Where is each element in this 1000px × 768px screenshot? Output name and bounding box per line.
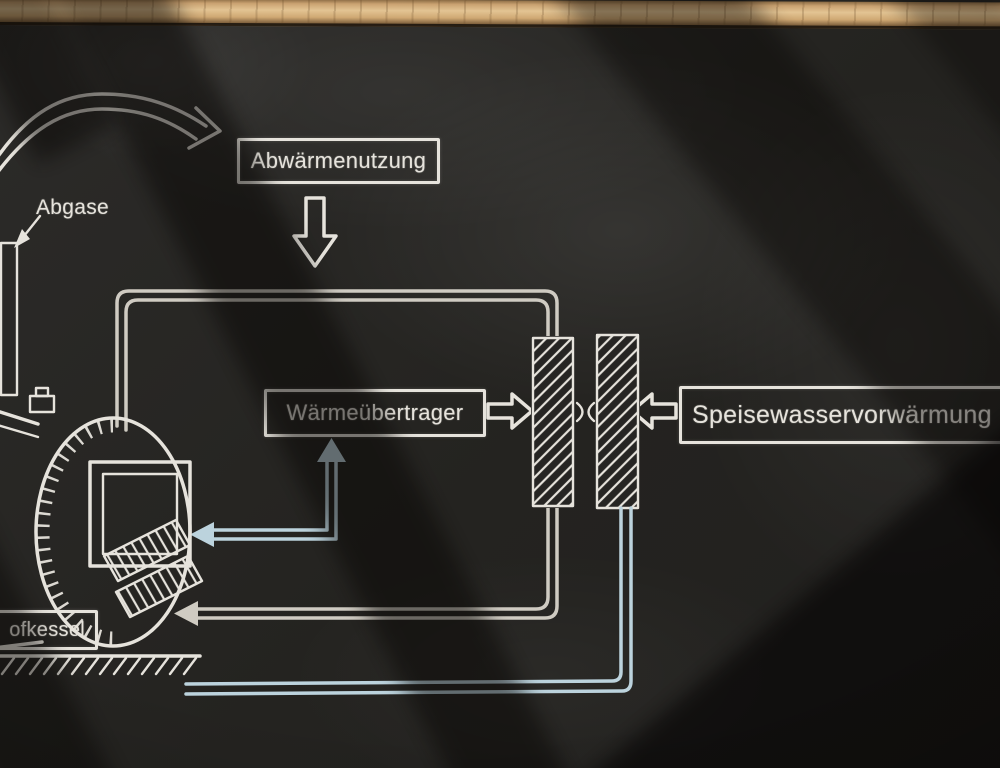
- feedwater-pipe: [184, 506, 633, 696]
- right-arrow: [486, 392, 534, 430]
- abwaermenutzung-box: Abwärmenutzung: [237, 138, 440, 184]
- heat-exchanger-blocks: [531, 333, 640, 510]
- abgase-label: Abgase: [36, 196, 110, 219]
- waermeuebertrager-box: Wärmeübertrager: [264, 389, 486, 437]
- flue-duct: [0, 241, 19, 397]
- kessel-box: ofkessel: [0, 610, 98, 650]
- exhaust-pipe-arrow: [0, 92, 222, 173]
- speisewasservorwaermung-box: Speisewasservorwärmung: [679, 386, 1000, 444]
- ground-hatch: [0, 654, 202, 676]
- boiler: [0, 386, 204, 650]
- wood-grain: [0, 0, 1000, 27]
- wood-frame: [0, 0, 1000, 30]
- return-line-arrows: [190, 438, 346, 547]
- down-arrow: [292, 196, 338, 268]
- abgase-arrow: [14, 214, 42, 248]
